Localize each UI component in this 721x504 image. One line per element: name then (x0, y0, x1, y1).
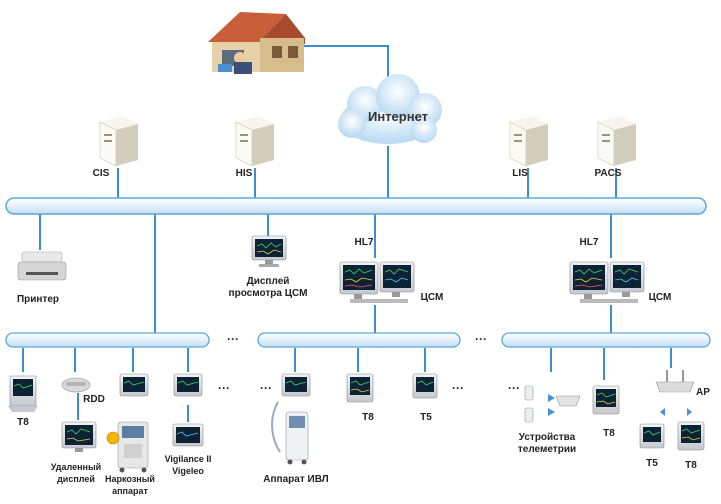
display-monitor-icon (251, 235, 287, 267)
link-house-internet (300, 45, 389, 90)
pacs-label: PACS (594, 168, 621, 179)
t8-monitor-icon (8, 375, 38, 412)
t8-d-label: T8 (685, 460, 697, 471)
telemetry-label-line1: Устройства (519, 432, 576, 443)
ellipsis-2: ··· (475, 332, 487, 346)
anesthesia-label-line2: аппарат (112, 486, 148, 496)
internet-label: Интернет (368, 109, 428, 124)
rdd-label: RDD (83, 394, 105, 405)
ellipsis-4: ··· (260, 381, 272, 395)
t8-b-label: T8 (362, 412, 374, 423)
t8-b-monitor-icon (346, 373, 374, 403)
remote-display-label-line1: Удаленный (51, 462, 101, 472)
t5-a-monitor-icon (412, 373, 438, 399)
ap-label: AP (696, 387, 710, 398)
vigilance-device-icon (172, 423, 204, 447)
t8-d-monitor-icon (677, 421, 705, 451)
subnet-bus-2 (257, 332, 461, 348)
telemetry-label-line2: телеметрии (518, 444, 576, 455)
remote-house-icon (208, 12, 305, 74)
telemetry-devices-icon (524, 385, 581, 423)
his-label: HIS (236, 168, 253, 179)
hl7-right-label: HL7 (580, 237, 599, 248)
subnet-bus-1 (5, 332, 210, 348)
anesthesia-label-line1: Наркозный (105, 474, 155, 484)
t8-a-label: T8 (17, 417, 29, 428)
ventilator-icon (271, 401, 309, 465)
printer-icon (17, 251, 67, 281)
hl7-left-label: HL7 (355, 237, 374, 248)
vigilance-monitor-icon (173, 373, 203, 397)
ellipsis-6: ··· (508, 381, 520, 395)
remote-display-icon (61, 421, 97, 452)
subnet-bus-3 (501, 332, 711, 348)
ellipsis-1: ··· (227, 332, 239, 346)
printer-label: Принтер (17, 294, 59, 305)
anesthesia-monitor-icon (119, 373, 149, 397)
csm-right-label: ЦСМ (649, 292, 672, 303)
ellipsis-3: ··· (218, 381, 230, 395)
vigilance-label-line1: Vigilance II (165, 454, 212, 464)
t8-c-monitor-icon (592, 385, 620, 415)
lis-label: LIS (512, 168, 528, 179)
server-his-icon (235, 116, 274, 167)
server-lis-icon (509, 116, 548, 167)
display-label-line2: просмотра ЦСМ (229, 288, 308, 299)
cis-label: CIS (93, 168, 110, 179)
csm-right-workstation-icon (569, 261, 645, 303)
csm-left-workstation-icon (339, 261, 415, 303)
vigilance-label-line2: Vigeleo (172, 466, 204, 476)
internet-cloud-icon: Интернет (338, 74, 442, 144)
t5-b-label: T5 (646, 458, 658, 469)
csm-left-label: ЦСМ (421, 292, 444, 303)
remote-display-label-line2: дисплей (57, 474, 95, 484)
links (22, 45, 672, 422)
t8-c-label: T8 (603, 428, 615, 439)
server-pacs-icon (597, 116, 636, 167)
ventilator-label: Аппарат ИВЛ (263, 474, 328, 485)
ellipsis-5: ··· (452, 381, 464, 395)
display-label-line1: Дисплей (247, 276, 290, 287)
server-cis-icon (99, 116, 138, 167)
anesthesia-machine-icon (106, 421, 149, 473)
t5-a-label: T5 (420, 412, 432, 423)
t5-b-monitor-icon (639, 423, 665, 449)
main-network-bus (5, 197, 707, 215)
access-point-icon (655, 370, 695, 416)
ventilator-monitor-icon (281, 373, 311, 397)
rdd-device-icon (61, 377, 91, 393)
